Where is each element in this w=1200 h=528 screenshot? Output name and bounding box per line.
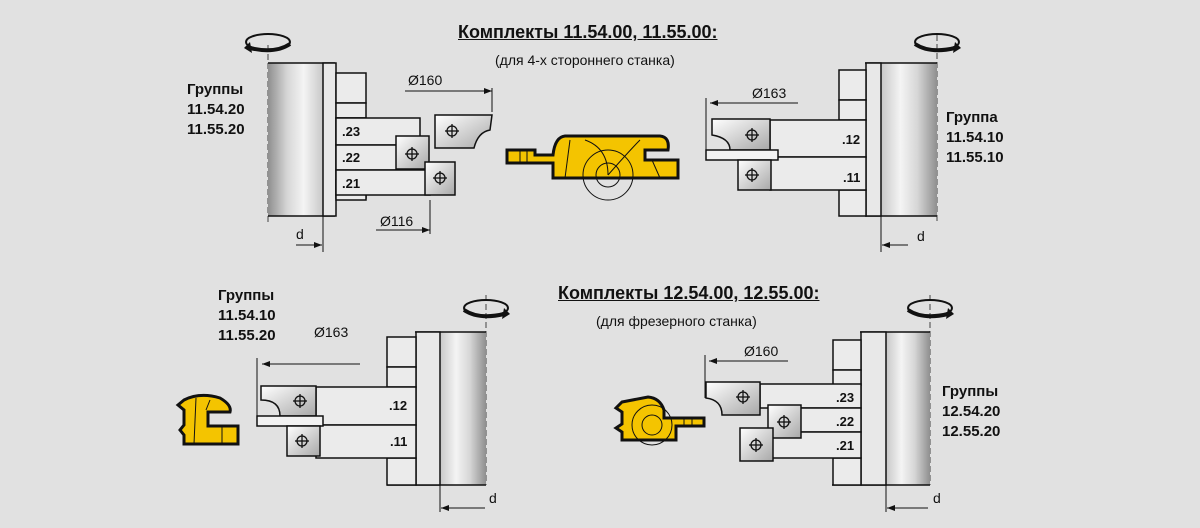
set-subtitle-2: (для фрезерного станка) xyxy=(596,313,757,329)
cutter-number: .21 xyxy=(342,176,361,191)
set-title-1: Комплекты 11.54.00, 11.55.00: xyxy=(458,22,718,42)
spindle-shaft xyxy=(268,63,323,216)
diameter-label: Ø160 xyxy=(744,343,779,359)
wood-profile-bottom-left xyxy=(175,393,240,446)
group-code: 12.55.20 xyxy=(942,423,1001,440)
diameter-label: Ø163 xyxy=(314,324,349,340)
cutter-assembly-top-right xyxy=(705,33,961,252)
diameter-label: Ø160 xyxy=(408,72,443,88)
cutter-number: .11 xyxy=(390,434,408,449)
group-label: Группы 11.54.20 11.55.20 xyxy=(187,80,245,140)
group-heading: Группы xyxy=(187,81,244,98)
group-code: 11.55.10 xyxy=(946,149,1004,166)
group-label: Группы 11.54.10 11.55.20 xyxy=(218,286,276,346)
cutter-number: .12 xyxy=(389,398,408,413)
group-code: 11.55.20 xyxy=(187,121,245,138)
cutter-number: .23 xyxy=(342,124,361,139)
d-label: d xyxy=(296,226,304,242)
d-label: d xyxy=(489,490,497,506)
group-label: Группы 12.54.20 12.55.20 xyxy=(942,382,1000,442)
diameter-label: Ø116 xyxy=(380,213,414,229)
group-code: 11.54.20 xyxy=(187,101,245,118)
rotation-ccw-icon xyxy=(244,33,292,53)
group-heading: Группа xyxy=(946,109,998,126)
cutter-number: .12 xyxy=(842,132,861,147)
d-label: d xyxy=(933,490,941,506)
group-code: 11.54.10 xyxy=(946,129,1004,146)
group-code: 12.54.20 xyxy=(942,403,1001,420)
cutter-number: .21 xyxy=(836,438,855,453)
cutter-assembly-bottom-right xyxy=(613,295,954,512)
cutter-assembly-bottom-left xyxy=(175,295,510,512)
d-label: d xyxy=(917,228,925,244)
group-heading: Группы xyxy=(942,383,999,400)
diameter-label: Ø163 xyxy=(752,85,787,101)
knife-23 xyxy=(434,114,493,149)
wood-profile-top xyxy=(505,134,680,201)
rotation-cw-icon xyxy=(906,299,954,319)
cutter-number: .23 xyxy=(836,390,855,405)
cutter-number: .11 xyxy=(843,170,861,185)
wood-profile-bottom-right xyxy=(613,395,706,446)
group-code: 11.54.10 xyxy=(218,307,276,324)
cutter-assembly-top-left xyxy=(244,33,493,252)
cutter-number: .22 xyxy=(836,414,855,429)
group-label: Группа 11.54.10 11.55.10 xyxy=(946,108,1004,168)
rotation-cw-icon xyxy=(913,33,961,53)
set-title-2: Комплекты 12.54.00, 12.55.00: xyxy=(558,283,820,303)
group-heading: Группы xyxy=(218,287,275,304)
set-subtitle-1: (для 4-х стороннего станка) xyxy=(495,52,675,68)
group-code: 11.55.20 xyxy=(218,327,276,344)
cutter-number: .22 xyxy=(342,150,361,165)
rotation-cw-icon xyxy=(462,299,510,319)
